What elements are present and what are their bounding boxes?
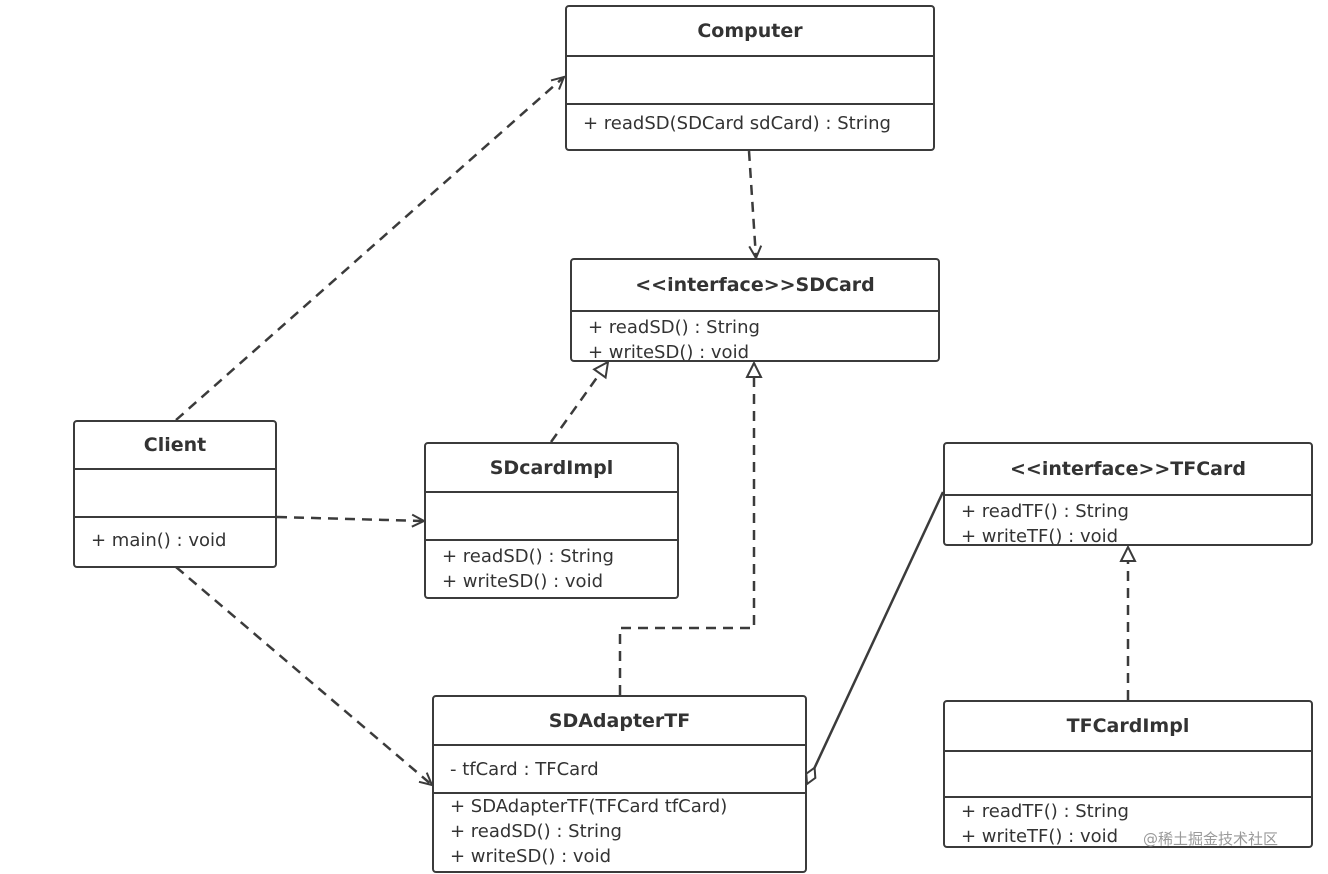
class-sdadaptertf-name: SDAdapterTF xyxy=(434,697,805,746)
class-sdadaptertf-attributes: - tfCard : TFCard xyxy=(434,746,805,794)
edge-sdcardimpl-sdcard xyxy=(549,360,610,443)
class-client-methods: + main() : void xyxy=(75,518,275,553)
class-client-name: Client xyxy=(75,422,275,470)
edge-client-computer xyxy=(175,77,564,421)
method: + writeTF() : void xyxy=(961,526,1119,547)
interface-tfcard-methods: + readTF() : String + writeTF() : void xyxy=(945,496,1311,549)
class-sdcardimpl-methods: + readSD() : String + writeSD() : void xyxy=(426,541,677,594)
method: + writeTF() : void xyxy=(961,826,1119,847)
method: + writeSD() : void xyxy=(442,571,603,592)
class-sdadaptertf-methods: + SDAdapterTF(TFCard tfCard) + readSD() … xyxy=(434,794,805,869)
class-computer-name: Computer xyxy=(567,7,933,57)
interface-tfcard-name: <<interface>>TFCard xyxy=(945,444,1311,496)
method: + SDAdapterTF(TFCard tfCard) xyxy=(450,796,728,817)
method: + writeSD() : void xyxy=(450,846,611,867)
interface-sdcard[interactable]: <<interface>>SDCard + readSD() : String … xyxy=(570,258,940,365)
interface-sdcard-methods: + readSD() : String + writeSD() : void xyxy=(572,312,938,365)
class-sdadaptertf[interactable]: SDAdapterTF - tfCard : TFCard + SDAdapte… xyxy=(432,695,807,873)
method: + readSD() : String xyxy=(588,317,760,338)
edge-sdadaptertf-tfcard xyxy=(807,491,945,784)
class-tfcardimpl-name: TFCardImpl xyxy=(945,702,1311,752)
interface-tfcard[interactable]: <<interface>>TFCard + readTF() : String … xyxy=(943,442,1313,549)
interface-sdcard-name: <<interface>>SDCard xyxy=(572,260,938,312)
edge-computer-sdcard xyxy=(747,150,756,258)
method: + readTF() : String xyxy=(961,501,1129,522)
class-tfcardimpl[interactable]: TFCardImpl + readTF() : String + writeTF… xyxy=(943,700,1313,848)
class-tfcardimpl-methods: + readTF() : String + writeTF() : void xyxy=(945,798,1311,849)
class-computer-attributes xyxy=(567,57,933,105)
method: + readTF() : String xyxy=(961,801,1129,822)
edge-client-sdcardimpl xyxy=(276,517,424,521)
class-sdcardimpl-attributes xyxy=(426,493,677,541)
attribute: - tfCard : TFCard xyxy=(450,759,599,780)
class-sdcardimpl-name: SDcardImpl xyxy=(426,444,677,493)
watermark: @稀土掘金技术社区 xyxy=(1143,830,1279,848)
class-client[interactable]: Client + main() : void xyxy=(73,420,277,568)
class-sdcardimpl[interactable]: SDcardImpl + readSD() : String + writeSD… xyxy=(424,442,679,599)
method: + writeSD() : void xyxy=(588,342,749,363)
method: + readSD(SDCard sdCard) : String xyxy=(583,113,891,134)
method: + main() : void xyxy=(91,530,227,551)
class-computer-methods: + readSD(SDCard sdCard) : String xyxy=(567,105,933,136)
edge-client-sdadaptertf xyxy=(175,566,432,785)
method: + readSD() : String xyxy=(442,546,614,567)
class-computer[interactable]: Computer + readSD(SDCard sdCard) : Strin… xyxy=(565,5,935,151)
method: + readSD() : String xyxy=(450,821,622,842)
class-tfcardimpl-attributes xyxy=(945,752,1311,798)
class-client-attributes xyxy=(75,470,275,518)
